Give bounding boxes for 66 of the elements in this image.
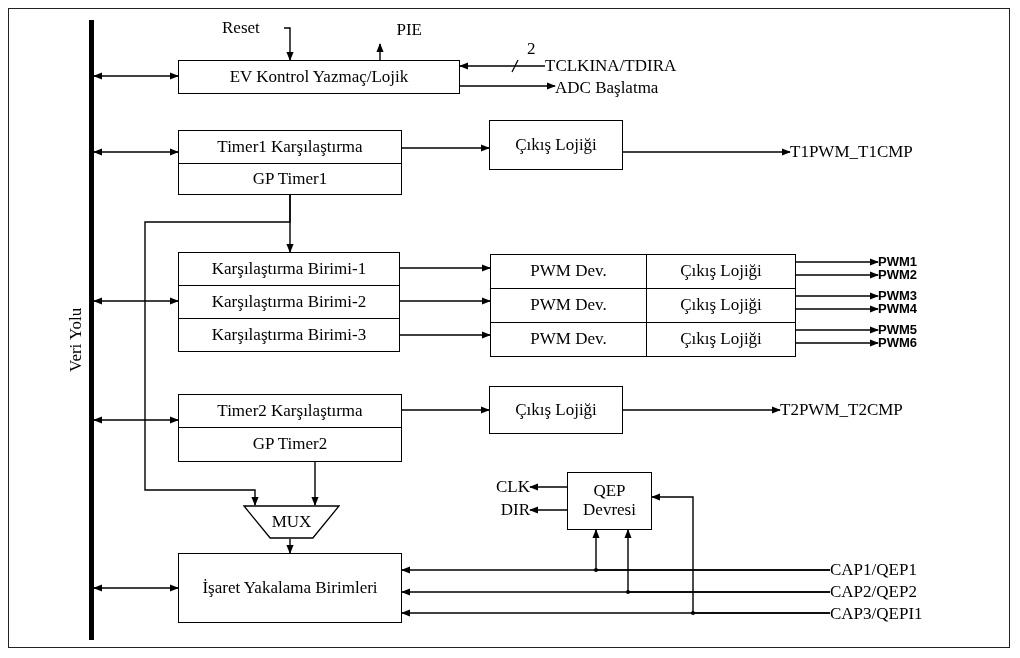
block-box: Çıkış Lojiği [646,322,796,357]
arrow [401,406,490,414]
arrow [93,148,179,156]
block-box: GP Timer2 [178,427,402,462]
arrow [283,27,294,61]
signal-label: CAP2/QEP2 [830,581,1010,603]
block-box: EV Kontrol Yazmaç/Lojik [178,60,460,94]
arrow [795,305,879,313]
signal-label: T1PWM_T1CMP [790,140,990,164]
signal-label: PWM4 [878,303,938,316]
arrow [399,297,491,305]
signal-label: CAP3/QEPI1 [830,603,1010,625]
arrow [622,148,791,156]
arrow [624,529,831,593]
arrow [529,506,568,514]
arrow [529,483,568,491]
block-box: Karşılaştırma Birimi-1 [178,252,400,286]
block-box: Karşılaştırma Birimi-3 [178,318,400,352]
signal-label: PWM1 [878,256,938,269]
block-box: Karşılaştırma Birimi-2 [178,285,400,319]
arrow [93,416,179,424]
block-box: PWM Dev. [490,322,647,357]
block-box: GP Timer1 [178,163,402,195]
signal-label: DIR [470,499,530,521]
signal-label: Reset [222,16,284,40]
arrow [93,297,179,305]
block-box: Çıkış Lojiği [646,254,796,289]
arrow [795,292,879,300]
arrow [286,538,294,554]
arrow [399,331,491,339]
block-box: PWM Dev. [490,254,647,289]
arrow [795,339,879,347]
arrow [795,271,879,279]
block-box: Çıkış Lojiği [489,386,623,434]
arrow [459,82,556,90]
signal-label: TCLKINA/TDIRA [545,54,760,78]
block-box: QEP Devresi [567,472,652,530]
signal-label: CAP1/QEP1 [830,559,1010,581]
arrow [592,529,831,571]
signal-label: CLK [470,476,530,498]
signal-label: PWM3 [878,290,938,303]
arrow [93,72,179,80]
arrow [651,493,831,614]
signal-label: PWM2 [878,269,938,282]
signal-label: PWM6 [878,337,938,350]
arrow [93,584,179,592]
block-box: Çıkış Lojiği [489,120,623,170]
arrow [795,258,879,266]
arrow [622,406,781,414]
arrow [795,326,879,334]
signal-label: ADC Başlatma [555,76,745,100]
block-box: İşaret Yakalama Birimleri [178,553,402,623]
arrow [459,62,546,70]
arrow [144,194,291,506]
arrow [401,144,490,152]
arrow [399,264,491,272]
bus-label: Veri Yolu [66,306,86,375]
edge-label: 2 [527,40,536,57]
signal-label: T2PWM_T2CMP [780,398,980,422]
mux-trapezoid: MUX [243,505,340,539]
signal-label: PIE [372,16,422,44]
block-box: Timer2 Karşılaştırma [178,394,402,428]
signal-label: PWM5 [878,324,938,337]
arrow [311,461,319,506]
block-box: Timer1 Karşılaştırma [178,130,402,164]
arrow [376,43,384,61]
